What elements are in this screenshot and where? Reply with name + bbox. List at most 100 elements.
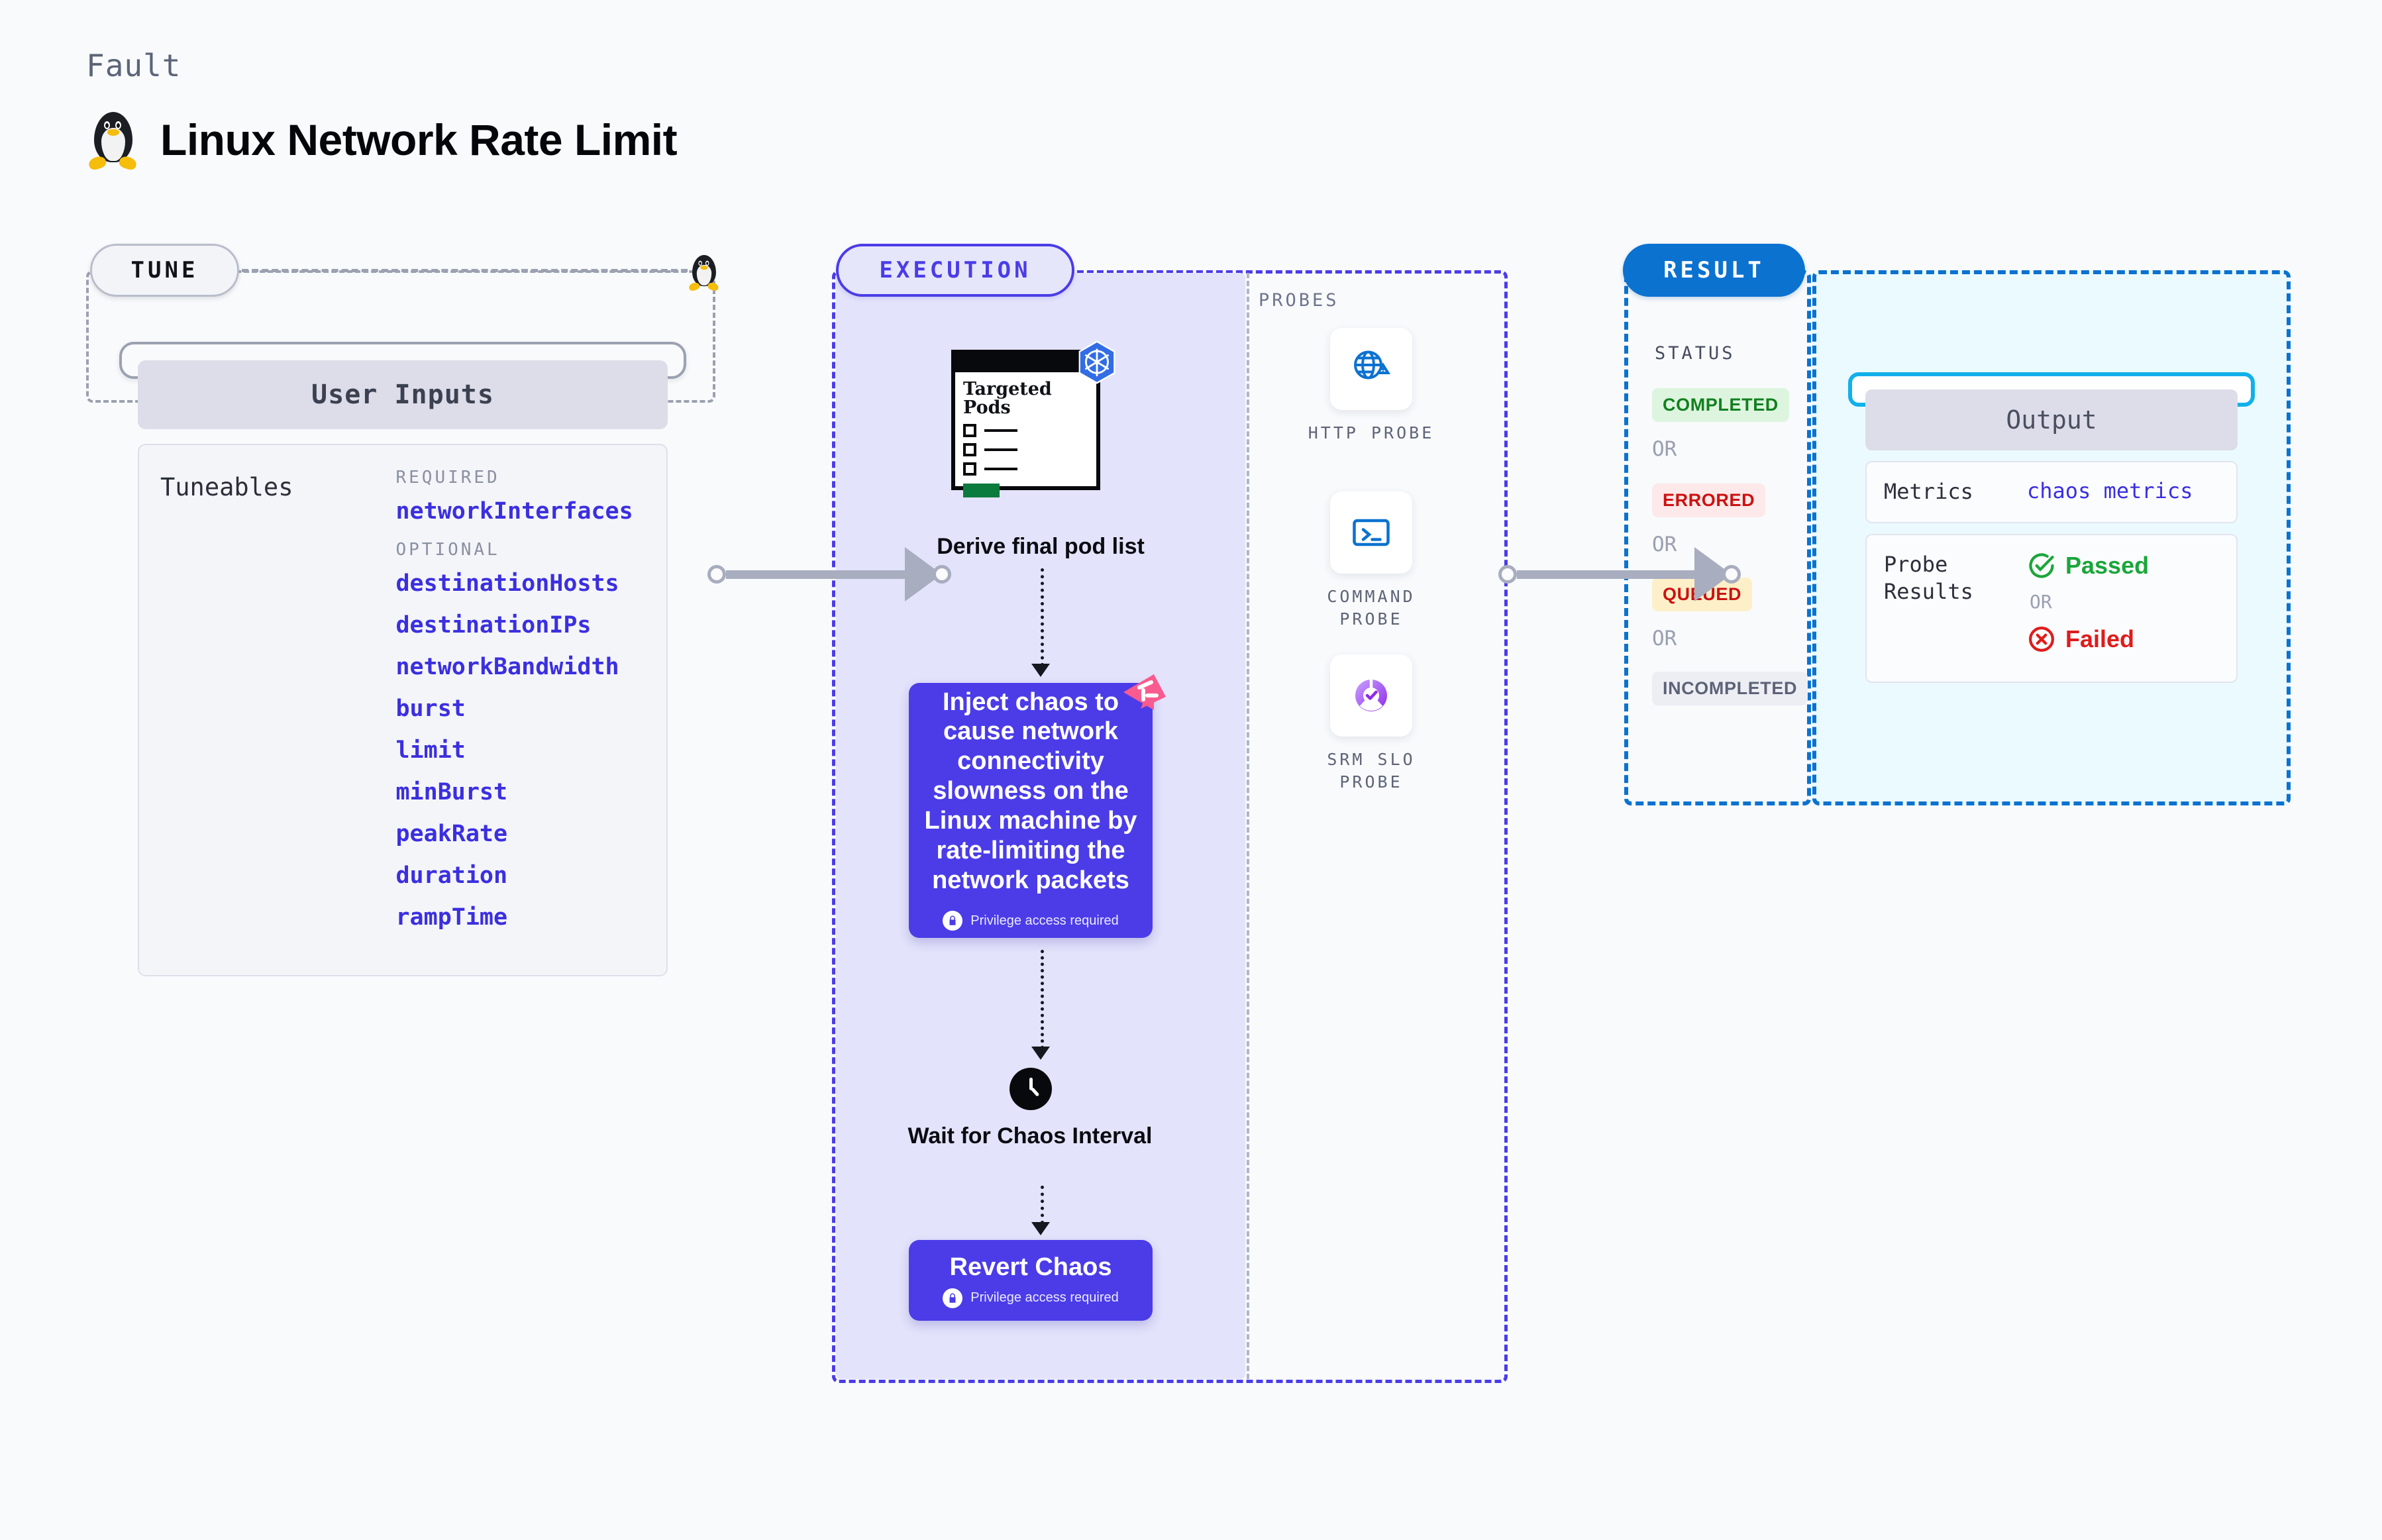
privilege-note: Privilege access required bbox=[943, 911, 1119, 931]
tuneable-item[interactable]: networkBandwidth bbox=[395, 654, 619, 680]
tuneable-item[interactable]: burst bbox=[395, 695, 466, 722]
slo-check-icon bbox=[1330, 654, 1412, 737]
probes-divider bbox=[1247, 273, 1249, 1379]
probe-srm-slo[interactable]: SRM SLO PROBE bbox=[1292, 654, 1451, 794]
linux-tux-icon bbox=[87, 109, 138, 172]
connector-shaft bbox=[726, 570, 905, 579]
probe-label: SRM SLO PROBE bbox=[1327, 750, 1416, 792]
tuneables-group-required: REQUIRED networkInterfaces bbox=[395, 468, 647, 525]
group-label-optional: OPTIONAL bbox=[395, 540, 500, 560]
group-label-required: REQUIRED bbox=[395, 468, 500, 488]
status-badge-incompleted: INCOMPLETED bbox=[1652, 672, 1808, 705]
inject-chaos-card[interactable]: Inject chaos to cause network connectivi… bbox=[909, 683, 1153, 938]
placeholder-line bbox=[984, 467, 1017, 470]
tuneable-item[interactable]: rampTime bbox=[395, 904, 508, 931]
metrics-row: Metrics chaos metrics bbox=[1865, 461, 2238, 523]
output-title: Output bbox=[1865, 389, 2238, 450]
probe-label: COMMAND PROBE bbox=[1327, 587, 1416, 629]
check-circle-icon bbox=[2029, 552, 2054, 578]
wait-for-chaos-interval-label: Wait for Chaos Interval bbox=[907, 1123, 1153, 1149]
status-label: STATUS bbox=[1655, 343, 1735, 364]
revert-chaos-title: Revert Chaos bbox=[949, 1253, 1112, 1281]
result-stage-pill[interactable]: RESULT bbox=[1623, 244, 1805, 297]
probe-http[interactable]: HTTP PROBE bbox=[1292, 328, 1451, 444]
fault-kicker-label: Fault bbox=[86, 48, 181, 83]
derive-pod-list-label: Derive final pod list bbox=[937, 534, 1145, 559]
probes-section-label: PROBES bbox=[1259, 290, 1339, 311]
metrics-key: Metrics bbox=[1884, 479, 1973, 504]
globe-alert-icon bbox=[1330, 328, 1412, 410]
placeholder-line bbox=[984, 448, 1017, 451]
failed-label: Failed bbox=[2065, 625, 2135, 652]
pod-row bbox=[963, 423, 1096, 437]
privilege-label: Privilege access required bbox=[970, 913, 1119, 928]
inject-chaos-text: Inject chaos to cause network connectivi… bbox=[924, 688, 1137, 894]
status-bar-green bbox=[963, 483, 1000, 497]
targeted-pods-title: Targeted Pods bbox=[963, 379, 1052, 419]
litmus-icon bbox=[1121, 670, 1168, 714]
connector-node bbox=[1498, 565, 1517, 584]
pod-row bbox=[963, 442, 1096, 456]
privilege-note: Privilege access required bbox=[943, 1288, 1119, 1308]
x-circle-icon bbox=[2029, 626, 2054, 652]
connector-execution-to-result bbox=[1498, 547, 1741, 601]
checkbox-icon bbox=[963, 442, 976, 456]
tuneable-item[interactable]: minBurst bbox=[395, 779, 508, 805]
lock-icon bbox=[943, 911, 963, 931]
output-card: Output Metrics chaos metrics Probe Resul… bbox=[1848, 372, 2255, 683]
card-title-bar bbox=[955, 354, 1096, 372]
kubernetes-icon bbox=[1073, 339, 1121, 387]
flow-line bbox=[1041, 568, 1044, 666]
probe-command[interactable]: COMMAND PROBE bbox=[1292, 491, 1451, 631]
or-separator: OR bbox=[1652, 437, 1677, 461]
flow-line bbox=[1041, 950, 1044, 1049]
connector-node bbox=[707, 565, 726, 584]
or-separator: OR bbox=[1652, 533, 1677, 556]
title-row: Linux Network Rate Limit bbox=[87, 109, 678, 172]
tuneable-item[interactable]: limit bbox=[395, 737, 466, 764]
tune-stage-pill[interactable]: TUNE bbox=[90, 244, 239, 297]
tuneable-item[interactable]: networkInterfaces bbox=[395, 498, 633, 525]
user-inputs-card: User Inputs Tuneables REQUIRED networkIn… bbox=[119, 342, 686, 976]
tuneables-panel: Tuneables REQUIRED networkInterfaces OPT… bbox=[138, 444, 668, 976]
metrics-value[interactable]: chaos metrics bbox=[2027, 478, 2193, 503]
checkbox-icon bbox=[963, 423, 976, 437]
probe-result-failed: Failed bbox=[2027, 625, 2149, 654]
targeted-pods-card: Targeted Pods bbox=[951, 350, 1100, 497]
execution-section-boundary bbox=[832, 270, 1508, 1383]
tuneable-item[interactable]: destinationIPs bbox=[395, 612, 592, 639]
execution-stage-pill[interactable]: EXECUTION bbox=[836, 244, 1074, 297]
tune-dashed-connector bbox=[242, 269, 688, 272]
status-badge-completed: COMPLETED bbox=[1652, 388, 1789, 422]
tuneable-item[interactable]: peakRate bbox=[395, 821, 508, 847]
passed-label: Passed bbox=[2065, 551, 2149, 579]
checkbox-icon bbox=[963, 462, 976, 476]
probe-results-row: Probe Results Passed OR Faile bbox=[1865, 533, 2238, 683]
or-separator: OR bbox=[1652, 627, 1677, 650]
connector-tune-to-execution bbox=[707, 547, 951, 601]
flow-arrow bbox=[1031, 1222, 1050, 1235]
clock-icon bbox=[1010, 1068, 1052, 1110]
placeholder-line bbox=[984, 429, 1017, 432]
status-badge-errored: ERRORED bbox=[1652, 484, 1766, 517]
page-title: Linux Network Rate Limit bbox=[160, 115, 678, 164]
connector-node bbox=[1722, 565, 1741, 584]
privilege-label: Privilege access required bbox=[970, 1290, 1119, 1305]
pod-row bbox=[963, 462, 1096, 476]
probe-results-key: Probe Results bbox=[1884, 551, 1973, 605]
revert-chaos-card[interactable]: Revert Chaos Privilege access required bbox=[909, 1240, 1153, 1321]
tuneable-item[interactable]: duration bbox=[395, 862, 508, 889]
tuneables-group-optional: OPTIONAL destinationHosts destinationIPs… bbox=[395, 540, 647, 931]
tuneables-list: REQUIRED networkInterfaces OPTIONAL dest… bbox=[319, 468, 647, 946]
tuneables-label: Tuneables bbox=[160, 473, 293, 501]
probe-label: HTTP PROBE bbox=[1308, 423, 1435, 442]
user-inputs-title: User Inputs bbox=[138, 360, 668, 429]
tuneable-item[interactable]: destinationHosts bbox=[395, 570, 619, 597]
connector-shaft bbox=[1517, 570, 1694, 579]
lock-icon bbox=[943, 1288, 963, 1308]
linux-tux-icon bbox=[681, 242, 727, 303]
probe-result-passed: Passed bbox=[2027, 551, 2149, 580]
connector-node bbox=[933, 565, 951, 584]
terminal-icon bbox=[1330, 491, 1412, 574]
